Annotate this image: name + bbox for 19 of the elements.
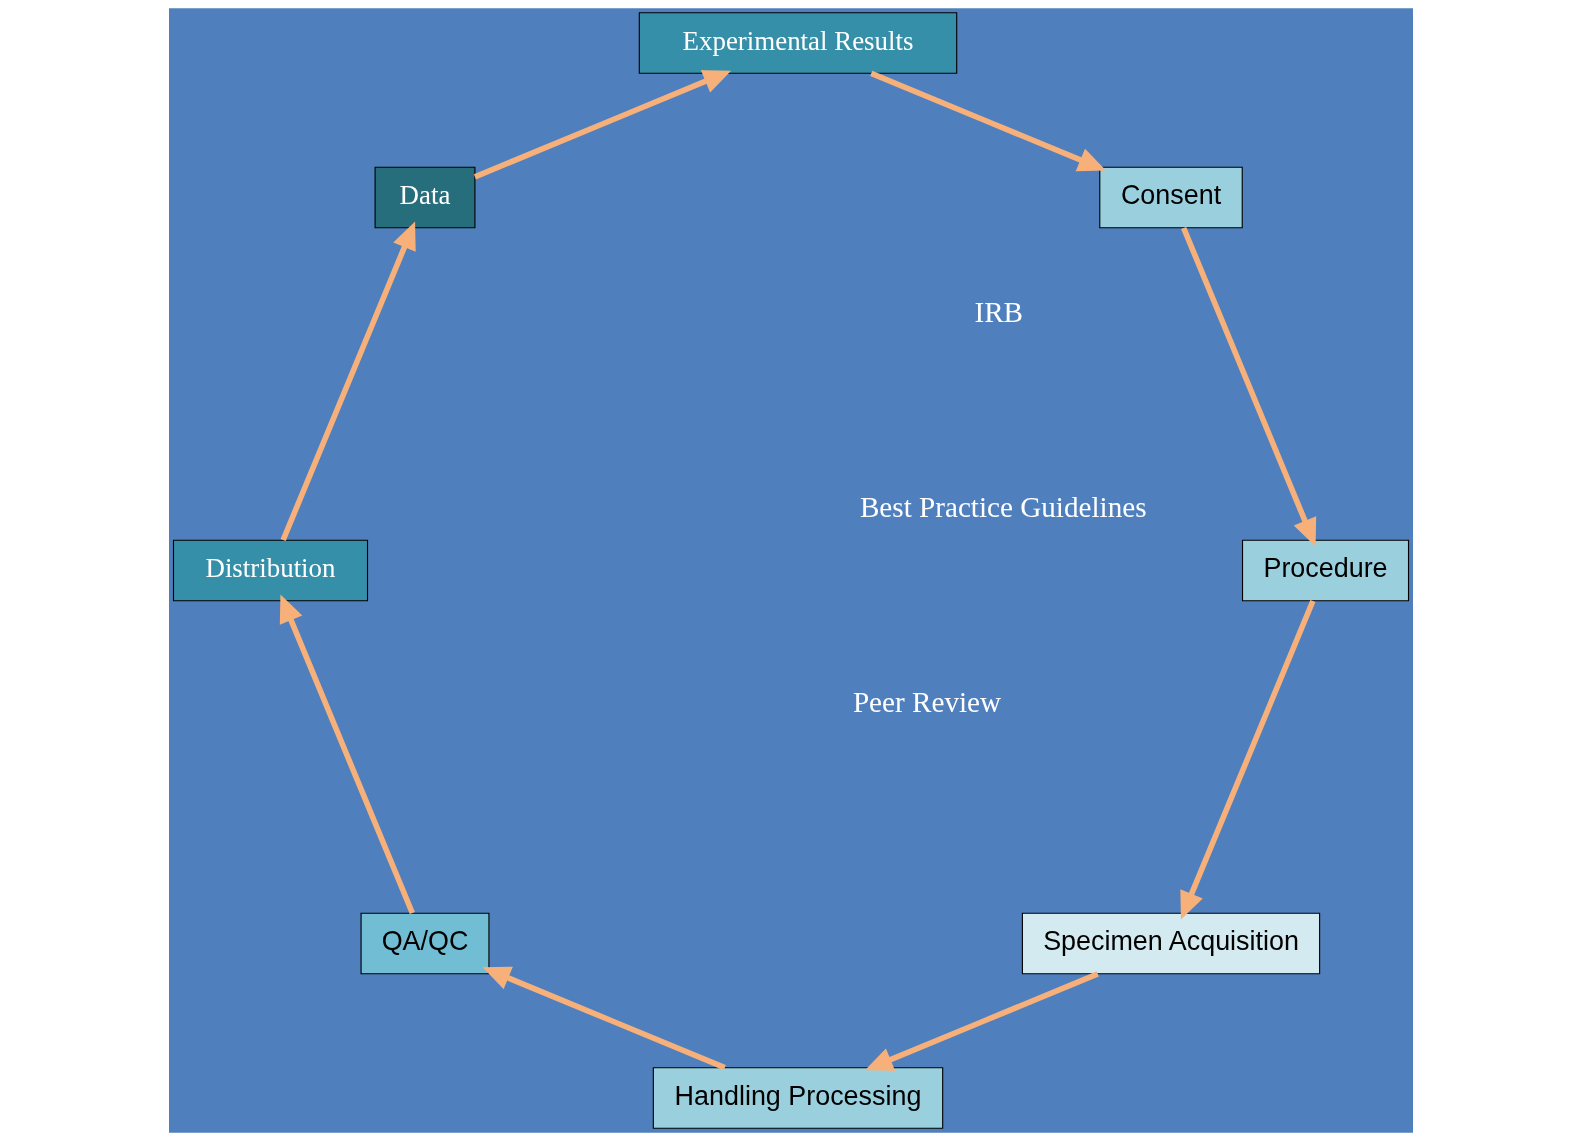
node-box: QA/QC: [360, 912, 489, 975]
node-box: Experimental Results: [638, 12, 957, 74]
node-box: Procedure: [1241, 539, 1409, 602]
arrow: [869, 70, 1106, 172]
label: IRB: [973, 295, 1023, 328]
node-box: Data: [374, 166, 475, 229]
arrow: [864, 971, 1099, 1071]
node-box: Specimen Acquisition: [1021, 912, 1320, 975]
label: Best Practice Guidelines: [859, 491, 1147, 524]
arrow: [279, 594, 415, 915]
arrow: [1180, 226, 1316, 547]
label: Peer Review: [852, 686, 1001, 719]
arrow: [482, 966, 726, 1071]
node-box: Consent: [1098, 166, 1243, 229]
arrow: [1179, 599, 1315, 920]
arrow: [280, 221, 416, 542]
node-box: Distribution: [172, 539, 368, 602]
arrow: [473, 70, 731, 180]
node-box: Handling Processing: [652, 1067, 943, 1129]
